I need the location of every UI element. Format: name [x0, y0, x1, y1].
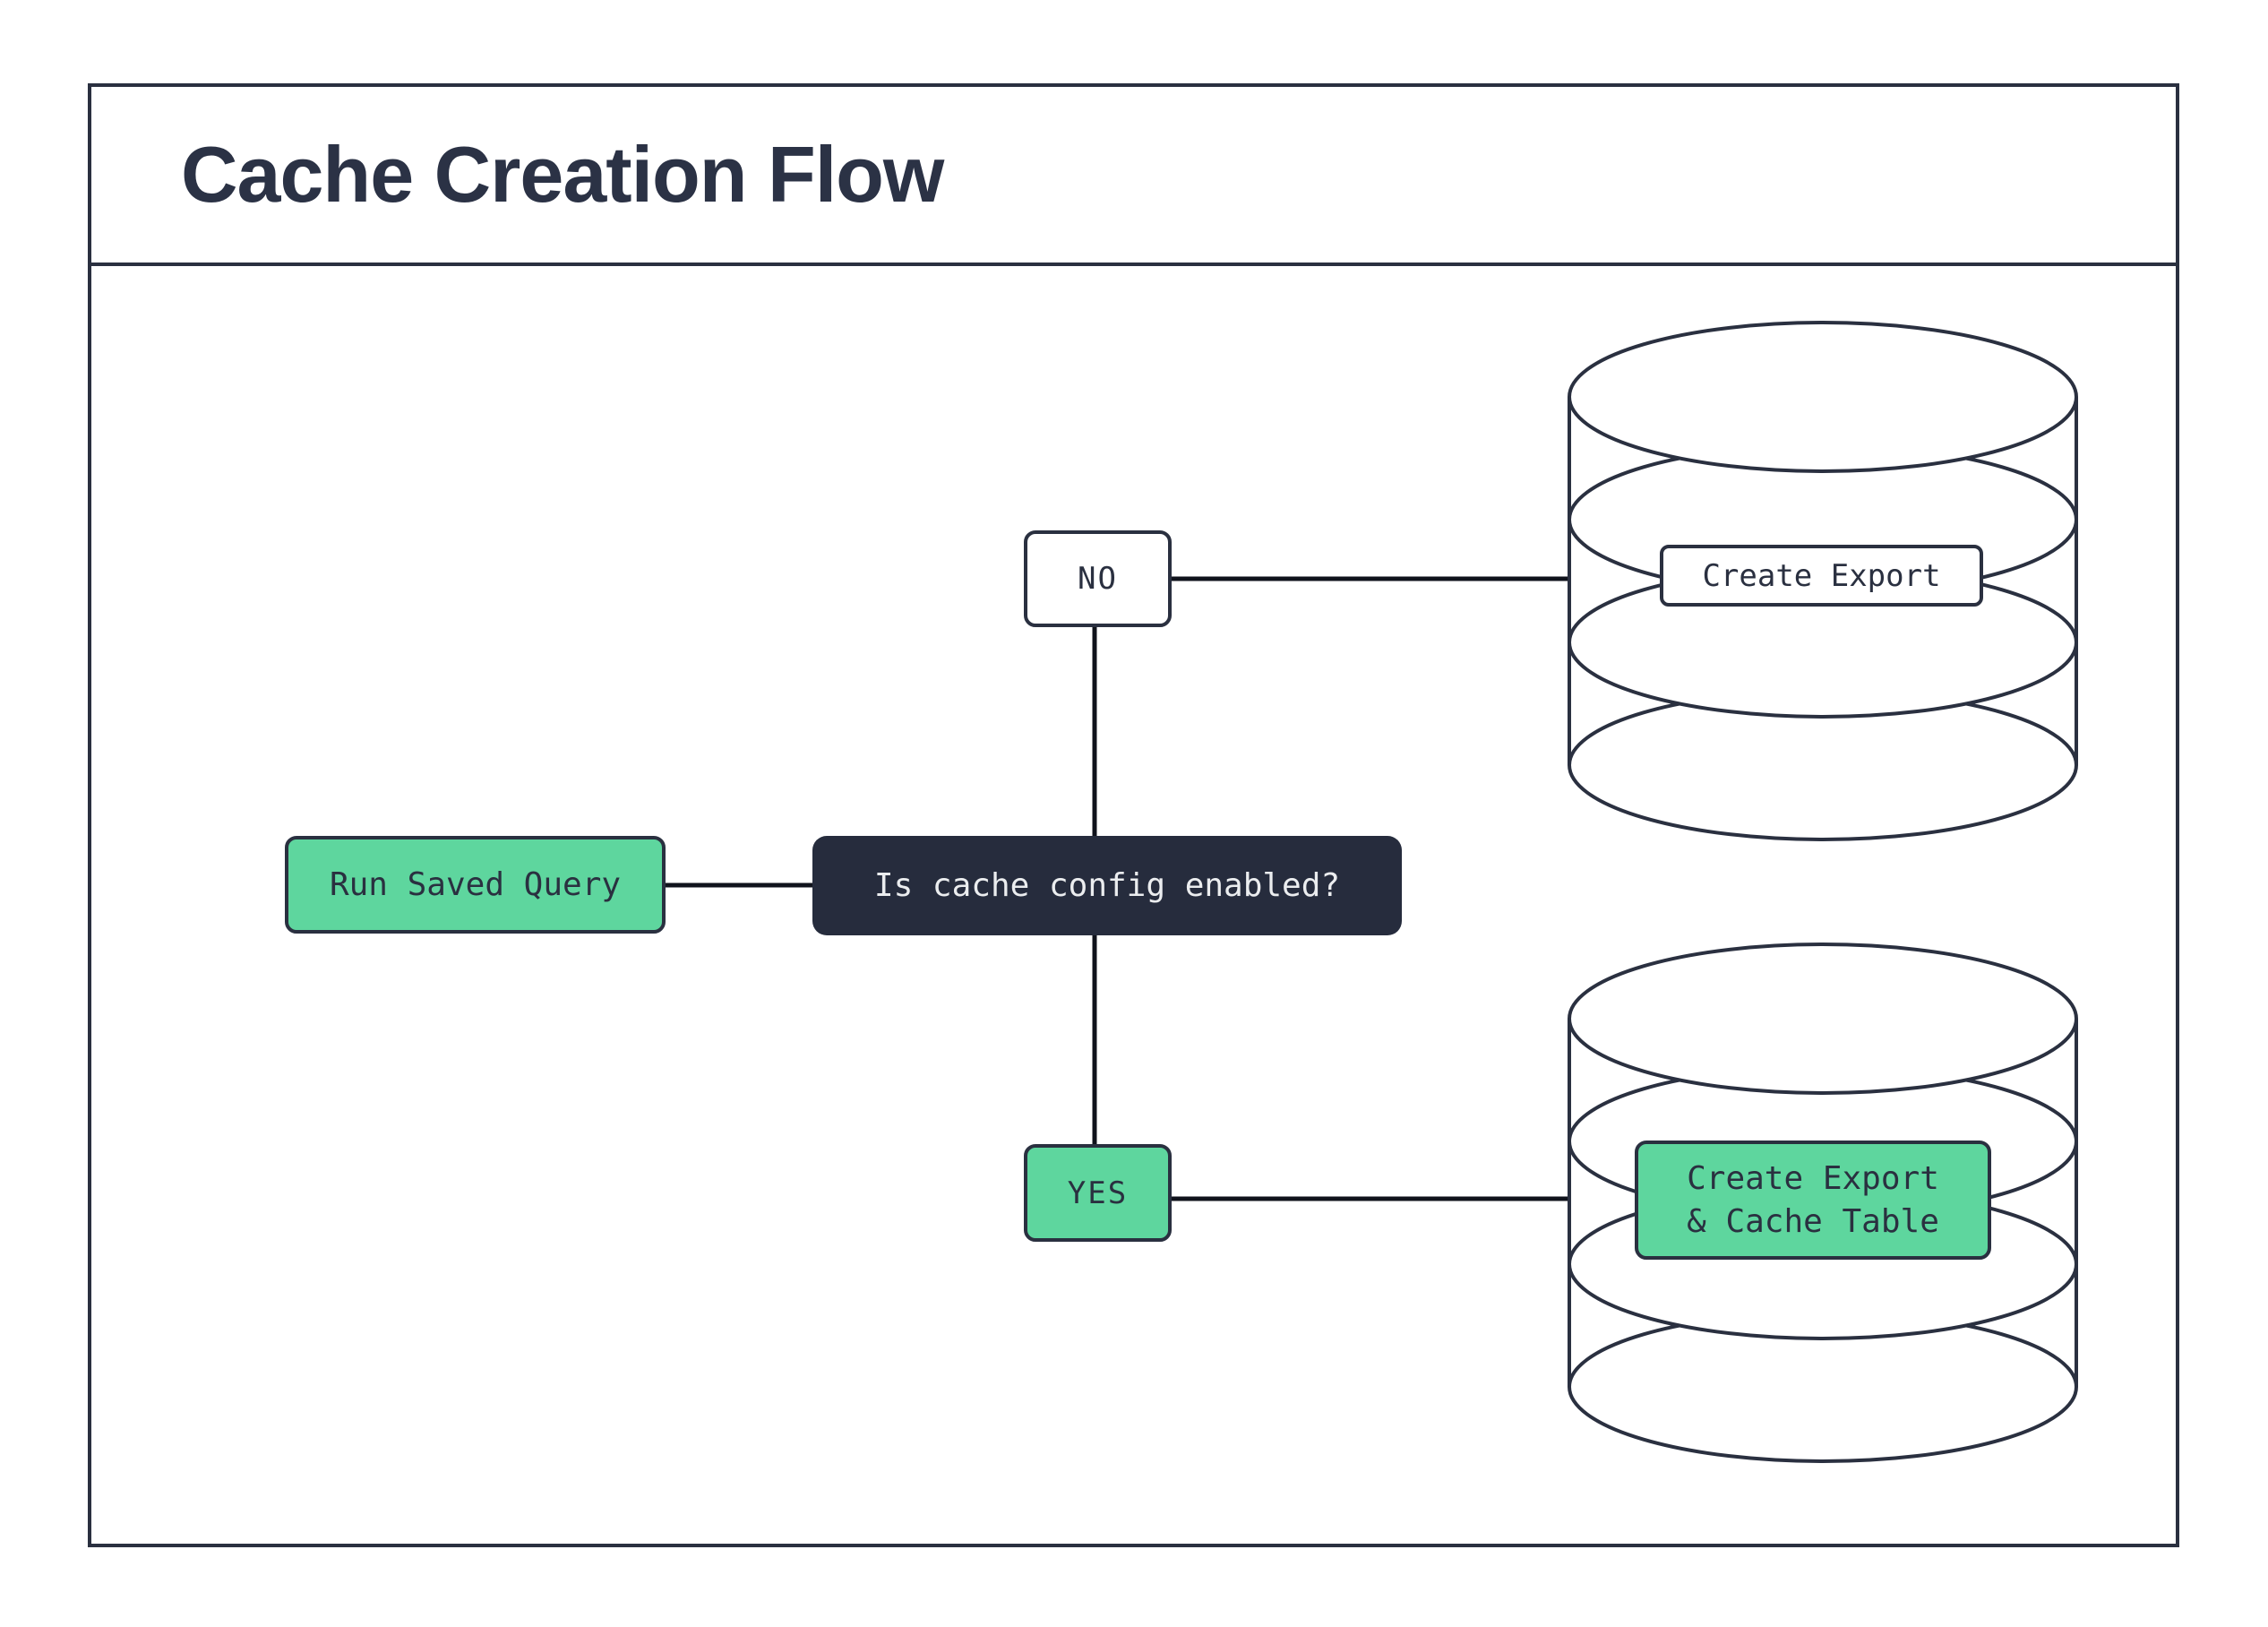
- node-create-export-cache-line1: Create Export: [1687, 1159, 1939, 1197]
- node-branch-no: NO: [1024, 530, 1172, 627]
- node-run-saved-query: Run Saved Query: [285, 836, 666, 934]
- node-run-saved-query-label: Run Saved Query: [329, 866, 622, 903]
- node-branch-yes: YES: [1024, 1144, 1172, 1242]
- node-decision-label: Is cache config enabled?: [873, 867, 1341, 904]
- diagram-header: Cache Creation Flow: [91, 87, 2176, 266]
- node-create-export-cache-line2: & Cache Table: [1687, 1202, 1939, 1240]
- node-yes-label: YES: [1067, 1175, 1129, 1211]
- diagram-frame: Cache Creation Flow: [88, 83, 2179, 1547]
- connectors: [666, 576, 1569, 1201]
- node-create-export-cache-table: Create Export & Cache Table: [1635, 1141, 1991, 1260]
- node-no-label: NO: [1078, 561, 1118, 597]
- node-create-export-label: Create Export: [1702, 557, 1941, 594]
- node-decision-cache-config: Is cache config enabled?: [812, 836, 1402, 935]
- page-title: Cache Creation Flow: [181, 130, 944, 219]
- node-create-export: Create Export: [1660, 545, 1983, 607]
